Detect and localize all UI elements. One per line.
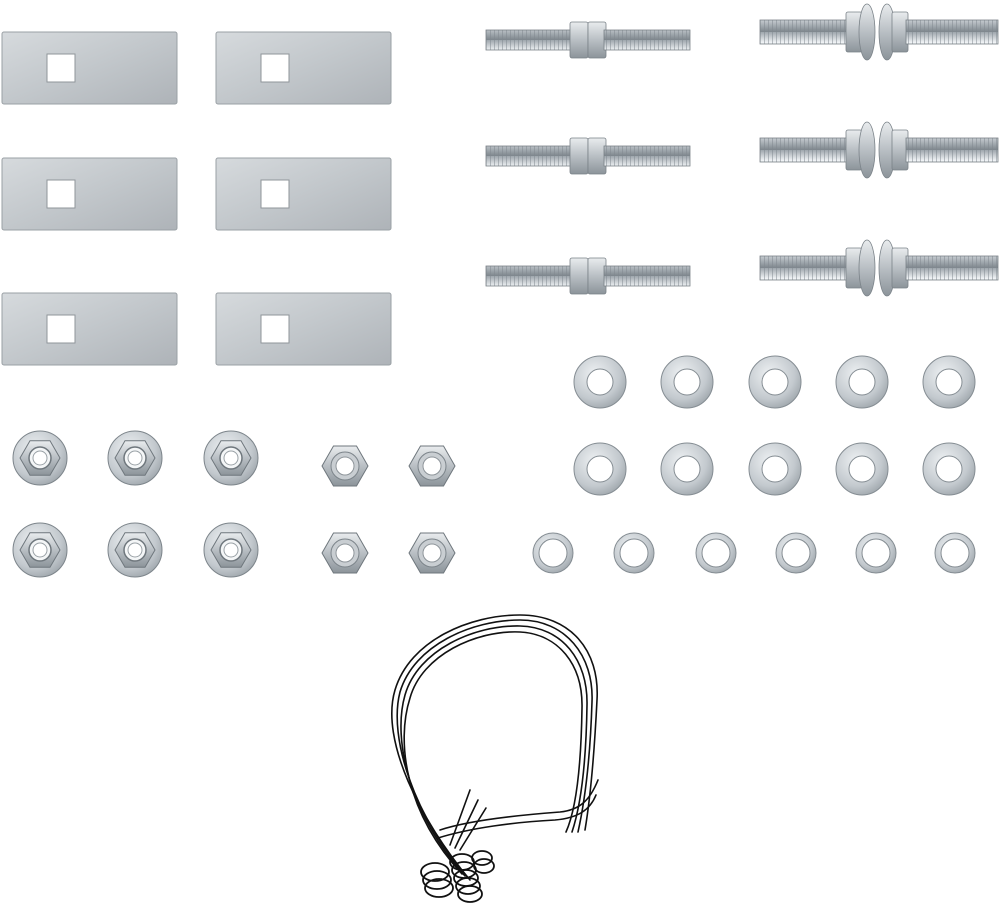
- flat-washer: [922, 355, 976, 409]
- flange-nut-group: [12, 430, 259, 578]
- lock-washer: [695, 532, 737, 574]
- hex-nut: [321, 445, 369, 487]
- flanged-stud-bolt: [759, 121, 999, 179]
- flat-washer: [748, 442, 802, 496]
- flat-washer: [922, 442, 976, 496]
- wire-coil-ends: [420, 850, 495, 903]
- flange-nut: [12, 522, 68, 578]
- flat-washer-group: [573, 355, 976, 496]
- flanged-stud-bolt: [759, 3, 999, 61]
- lock-washer: [613, 532, 655, 574]
- stud-bolt: [485, 21, 691, 59]
- lock-washer: [934, 532, 976, 574]
- stud-bolt: [485, 257, 691, 295]
- plate: [1, 157, 178, 231]
- lock-washer: [855, 532, 897, 574]
- flanged-stud-bolt: [759, 239, 999, 297]
- lock-washer: [775, 532, 817, 574]
- flat-washer: [835, 442, 889, 496]
- flange-nut: [12, 430, 68, 486]
- plate: [215, 31, 392, 105]
- plate: [215, 157, 392, 231]
- plate: [1, 292, 178, 366]
- stud-bolt-group-hex: [485, 21, 691, 295]
- flat-washer: [573, 355, 627, 409]
- lock-washer-group: [532, 532, 976, 574]
- lock-washer: [532, 532, 574, 574]
- flat-washer: [573, 442, 627, 496]
- flange-nut: [107, 430, 163, 486]
- hex-nut: [408, 445, 456, 487]
- flange-nut: [107, 522, 163, 578]
- hex-nut: [408, 532, 456, 574]
- plate: [1, 31, 178, 105]
- flat-washer: [748, 355, 802, 409]
- wire-lead-bundle: [391, 614, 599, 881]
- hex-nut-group: [321, 445, 456, 574]
- plate-group: [1, 31, 392, 366]
- flange-nut: [203, 522, 259, 578]
- plate: [215, 292, 392, 366]
- hex-nut: [321, 532, 369, 574]
- stud-bolt: [485, 137, 691, 175]
- flat-washer: [835, 355, 889, 409]
- stud-bolt-group-flanged: [759, 3, 999, 297]
- flat-washer: [660, 355, 714, 409]
- flange-nut: [203, 430, 259, 486]
- flat-washer: [660, 442, 714, 496]
